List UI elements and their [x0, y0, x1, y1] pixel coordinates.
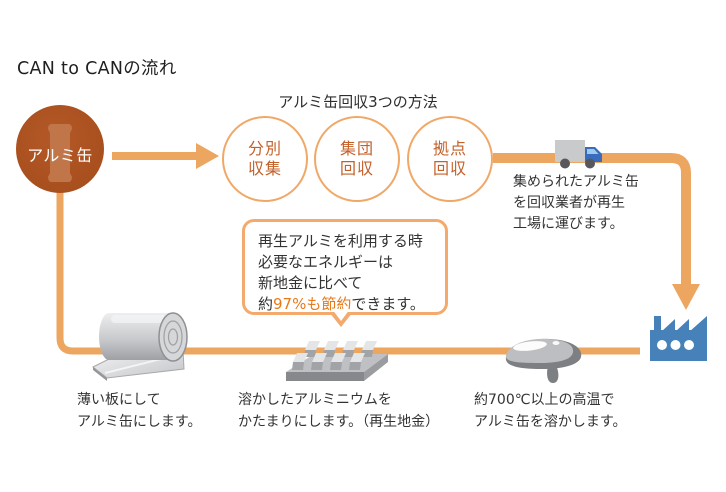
transport-caption: 集められたアルミ缶 を回収業者が再生 工場に運びます。 — [513, 172, 639, 235]
arrow-down-head — [672, 284, 700, 310]
factory-window — [684, 340, 694, 350]
callout-line: 新地金に比べて — [258, 274, 363, 292]
sheet-roll-icon — [92, 312, 188, 381]
sheet-caption-line: アルミ缶にします。 — [77, 414, 202, 430]
melt-step-caption: 約700℃以上の高温で アルミ缶を溶かします。 — [474, 389, 626, 433]
transport-caption-line: を回収業者が再生 — [513, 195, 625, 211]
ingot — [330, 353, 346, 370]
callout-line: 再生アルミを利用する時 — [258, 232, 423, 250]
truck-icon — [555, 140, 602, 169]
method-label-line: 集団 — [339, 139, 374, 158]
method-label-line: 拠点 — [432, 139, 467, 158]
melt-caption-line: アルミ缶を溶かします。 — [474, 414, 627, 430]
method-circle-separate-collection: 分別 収集 — [222, 116, 308, 202]
callout-line: 必要なエネルギーは — [258, 253, 394, 271]
ingot — [292, 353, 308, 370]
start-node-label: アルミ缶 — [27, 146, 93, 165]
factory-window — [657, 340, 667, 350]
method-label-line: 回収 — [339, 159, 374, 178]
ingot-caption-line: かたまりにします。（再生地金） — [238, 414, 440, 430]
page-title: CAN to CANの流れ — [17, 59, 177, 79]
method-circle-dropoff-collection: 拠点 回収 — [407, 116, 493, 202]
method-circle-group-collection: 集団 回収 — [314, 116, 400, 202]
method-label-line: 回収 — [432, 159, 467, 178]
callout-tail-inner — [332, 309, 350, 321]
transport-caption-line: 集められたアルミ缶 — [513, 174, 639, 190]
transport-caption-line: 工場に運びます。 — [513, 216, 624, 232]
flow-line-top-right — [493, 153, 691, 286]
ingot-step-caption: 溶かしたアルミニウムを かたまりにします。（再生地金） — [238, 389, 439, 433]
molten-aluminum-icon — [505, 338, 582, 383]
method-label-line: 収集 — [247, 159, 282, 178]
ingot-caption-line: 溶かしたアルミニウムを — [238, 392, 392, 408]
ingot — [349, 353, 365, 370]
factory-window — [670, 340, 681, 350]
ingot-stack-icon — [286, 341, 388, 381]
aluminum-can-icon — [48, 124, 72, 182]
ingot — [311, 353, 327, 370]
melt-caption-line: 約700℃以上の高温で — [474, 392, 615, 408]
sheet-step-caption: 薄い板にして アルミ缶にします。 — [77, 389, 201, 433]
energy-saving-callout: 再生アルミを利用する時 必要なエネルギーは 新地金に比べて 約97%も節約できま… — [242, 219, 448, 327]
sheet-caption-line: 薄い板にして — [77, 392, 161, 408]
method-label-line: 分別 — [247, 139, 282, 158]
ingot — [304, 341, 320, 357]
flow-line-return — [56, 191, 640, 355]
highlight-97-percent: 97%も節約 — [273, 295, 352, 313]
arrow-right-head — [196, 143, 219, 169]
callout-final-line: 約97%も節約できます。 — [258, 295, 425, 313]
factory-icon — [650, 316, 707, 361]
collection-heading: アルミ缶回収3つの方法 — [278, 93, 438, 111]
start-node-aluminum-can: アルミ缶 — [16, 105, 104, 193]
